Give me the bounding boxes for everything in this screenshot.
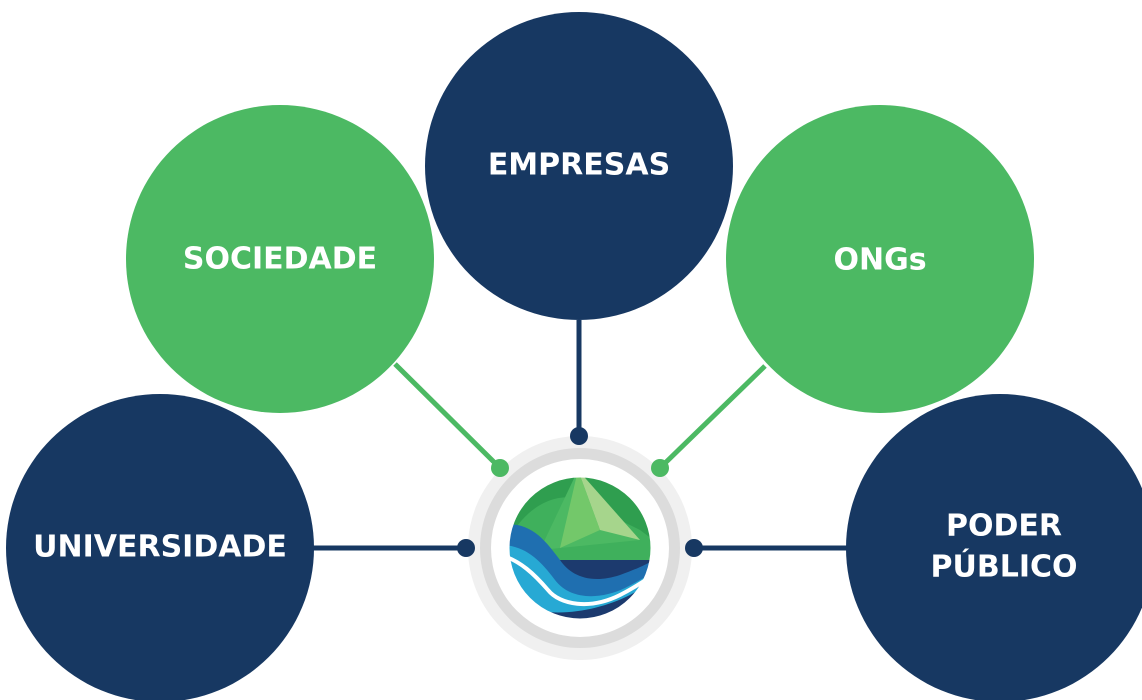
connectors	[312, 320, 850, 551]
node-sociedade-circle	[126, 105, 434, 413]
node-ongs: ONGs	[726, 105, 1034, 413]
node-ongs-circle	[726, 105, 1034, 413]
connector-ongs	[658, 364, 767, 470]
dot-ongs	[651, 459, 669, 477]
node-poder-publico-circle	[846, 394, 1142, 700]
node-poder-publico-label-line2: PÚBLICO	[930, 548, 1077, 585]
node-ongs-label: ONGs	[833, 243, 926, 278]
node-empresas-label: EMPRESAS	[488, 148, 670, 183]
dot-universidade	[457, 539, 475, 557]
node-sociedade-label: SOCIEDADE	[183, 242, 377, 277]
node-universidade: UNIVERSIDADE	[6, 394, 314, 700]
dot-sociedade	[491, 459, 509, 477]
node-universidade-label: UNIVERSIDADE	[33, 530, 287, 565]
node-empresas: EMPRESAS	[425, 12, 733, 320]
dot-poder-publico	[685, 539, 703, 557]
mountain-water-logo-icon	[506, 474, 654, 622]
node-sociedade: SOCIEDADE	[126, 105, 434, 413]
connector-sociedade	[393, 362, 502, 470]
node-universidade-circle	[6, 394, 314, 700]
center-hub	[468, 436, 692, 660]
connector-dots	[457, 427, 703, 557]
node-empresas-circle	[425, 12, 733, 320]
dot-empresas	[570, 427, 588, 445]
node-poder-publico: PODER PÚBLICO	[846, 394, 1142, 700]
node-poder-publico-label-line1: PODER	[946, 509, 1062, 544]
